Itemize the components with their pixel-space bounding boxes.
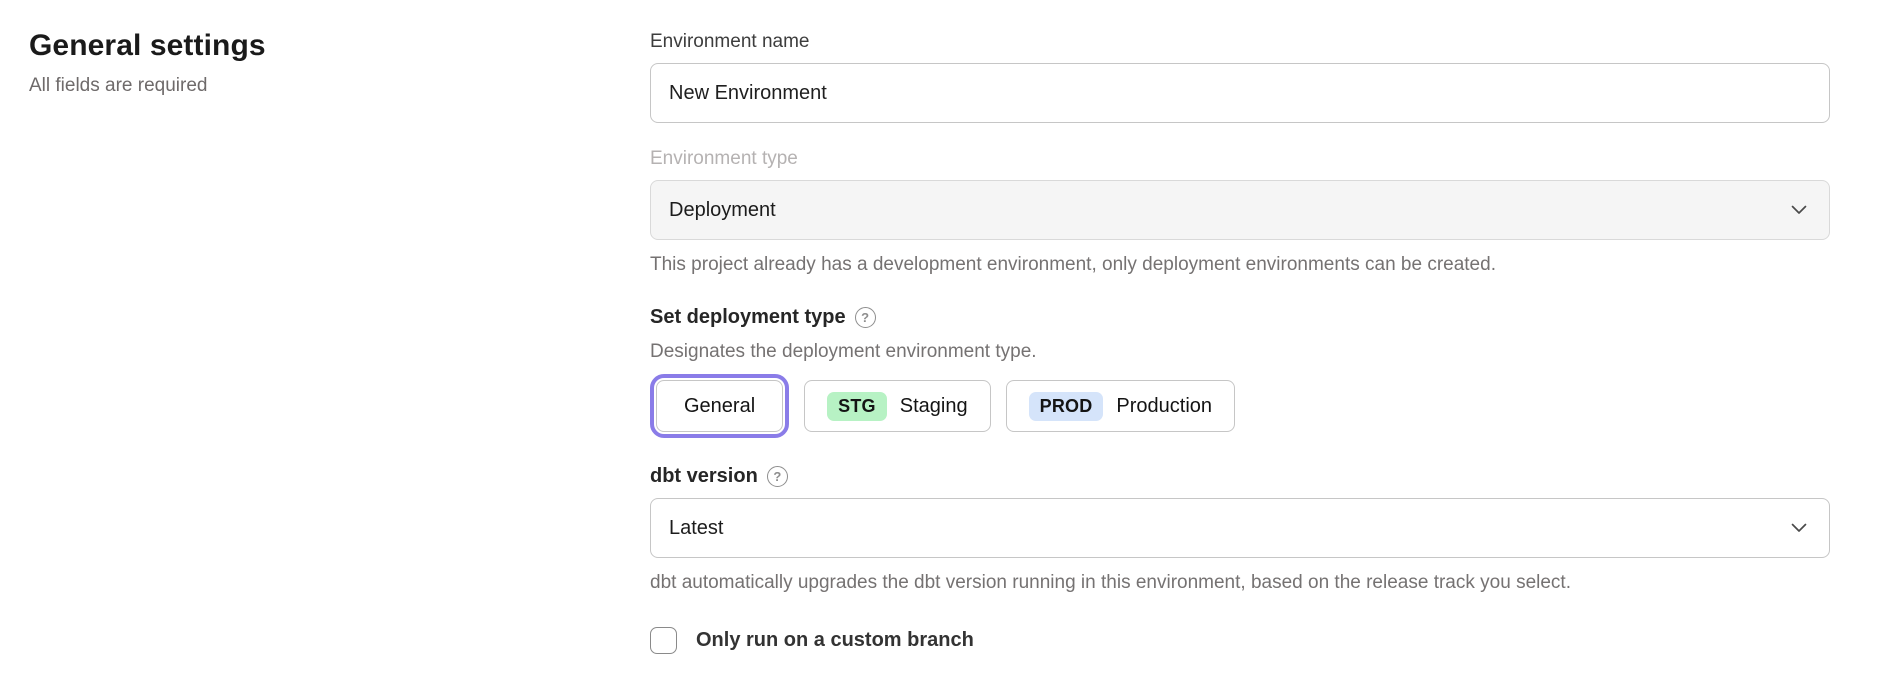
dbt-version-value: Latest — [669, 516, 724, 539]
dbt-version-header: dbt version ? — [650, 463, 1830, 489]
environment-type-select: Deployment — [650, 180, 1830, 240]
environment-form: Environment name Environment type Deploy… — [649, 0, 1830, 678]
deployment-type-description: Designates the deployment environment ty… — [650, 341, 1037, 362]
page-title: General settings — [29, 29, 266, 62]
custom-branch-row: Only run on a custom branch — [650, 627, 1830, 654]
help-icon[interactable]: ? — [854, 306, 876, 328]
dbt-version-label: dbt version — [650, 465, 758, 487]
environment-name-input[interactable] — [650, 63, 1830, 123]
general-button-label: General — [684, 394, 756, 417]
deployment-type-staging-button[interactable]: STG Staging — [804, 380, 991, 432]
production-badge: PROD — [1028, 391, 1104, 421]
help-icon[interactable]: ? — [766, 465, 788, 487]
settings-header: General settings All fields are required — [0, 0, 650, 678]
environment-type-label: Environment type — [650, 148, 798, 169]
environment-type-value: Deployment — [669, 198, 776, 221]
dbt-version-select[interactable]: Latest — [650, 498, 1830, 558]
environment-type-helper: This project already has a development e… — [650, 254, 1496, 275]
chevron-down-icon — [1791, 205, 1807, 215]
deployment-type-label: Set deployment type — [650, 306, 846, 328]
staging-button-label: Staging — [899, 394, 968, 417]
deployment-type-general-button[interactable]: General — [649, 374, 790, 438]
dbt-version-helper: dbt automatically upgrades the dbt versi… — [650, 572, 1571, 593]
production-button-label: Production — [1116, 394, 1213, 417]
deployment-type-header: Set deployment type ? — [650, 304, 1830, 330]
deployment-type-options: General STG Staging PROD Production — [649, 374, 1830, 438]
environment-name-label: Environment name — [650, 31, 810, 52]
custom-branch-checkbox[interactable] — [650, 627, 677, 654]
chevron-down-icon — [1791, 523, 1807, 533]
page-subtitle: All fields are required — [29, 75, 208, 96]
deployment-type-production-button[interactable]: PROD Production — [1005, 380, 1236, 432]
custom-branch-label[interactable]: Only run on a custom branch — [696, 629, 974, 651]
staging-badge: STG — [827, 391, 887, 421]
